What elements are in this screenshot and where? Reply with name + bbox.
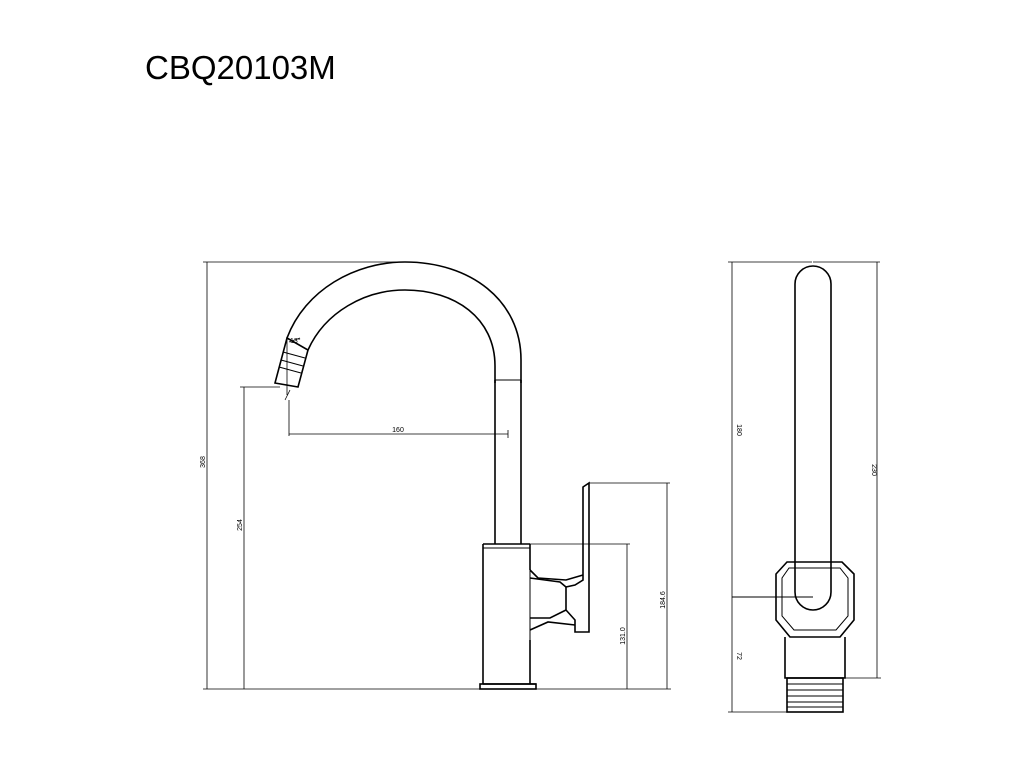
side-view: 180 72 230 bbox=[728, 261, 881, 713]
dim-body-height bbox=[530, 543, 630, 689]
aerator-angle-label: 13° bbox=[290, 337, 301, 345]
dim-spout-reach bbox=[288, 400, 509, 438]
side-lower-body bbox=[784, 637, 846, 679]
side-spout-tube bbox=[794, 265, 832, 611]
dim-side-lower-label: 72 bbox=[735, 652, 742, 660]
valve-body bbox=[479, 543, 537, 690]
dim-spout-height bbox=[240, 386, 280, 689]
dim-total-height bbox=[203, 261, 480, 690]
side-base-connector bbox=[786, 677, 844, 713]
front-view: 13° bbox=[200, 261, 671, 690]
dim-total-height-label: 368 bbox=[200, 456, 207, 468]
dim-side-total bbox=[813, 261, 881, 679]
dim-side-total-label: 230 bbox=[870, 464, 877, 476]
dim-spout-height-label: 254 bbox=[237, 519, 244, 531]
dim-side-upper-label: 180 bbox=[735, 424, 742, 436]
spout-inner-edge bbox=[307, 289, 496, 383]
aerator-head bbox=[274, 336, 309, 401]
model-code-title: CBQ20103M bbox=[145, 49, 336, 86]
dim-side-lower bbox=[728, 597, 787, 713]
dim-spout-reach-label: 160 bbox=[392, 427, 404, 434]
lever-handle bbox=[529, 481, 590, 640]
dim-body-height-label: 131.0 bbox=[620, 627, 627, 645]
dim-lever-height-label: 184.6 bbox=[660, 591, 667, 609]
dim-lever-height bbox=[536, 482, 671, 690]
dim-side-upper bbox=[728, 261, 812, 597]
side-body-inner bbox=[781, 567, 849, 631]
side-body-outer bbox=[775, 561, 855, 638]
spout-outer-edge bbox=[286, 261, 522, 383]
